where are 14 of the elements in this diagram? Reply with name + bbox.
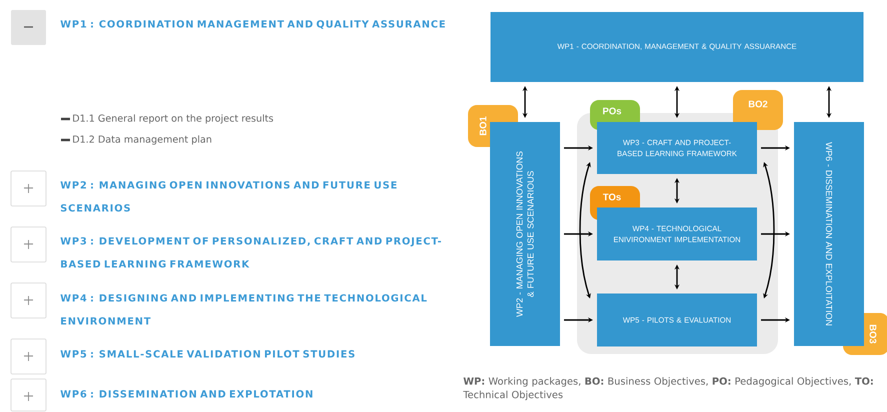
section-heading: WP6 : DISSEMINATION AND EXPLOTATION: [60, 390, 312, 398]
section-heading: WP1 : COORDINATION MANAGEMENT AND QUALITY ASSURANCE: [60, 20, 445, 29]
deliverable-item: D1.2 Data management plan: [61, 135, 212, 145]
work-package-box: WP6 - DISSEMINATION AND EXPLOITATION: [794, 122, 864, 346]
arrow: [579, 162, 591, 298]
deliverable-item: D1.1 General report on the project results: [61, 114, 274, 124]
work-package-box: WP2 - MANAGING OPEN INNOVATIONS & FUTURE USE SCENARIOUS: [490, 122, 560, 346]
section-heading: WP5 : SMALL-SCALE VALIDATION PILOT STUDIES: [60, 350, 354, 358]
caption: WP: Working packages, BO: Business Objectives, PO: Pedagogical Objectives, TO: Technical Objectives: [463, 377, 873, 400]
section-heading: WP4 : DESIGNING AND IMPLEMENTING THE TECHNOLOGICAL ENVIRONMENT: [60, 294, 427, 325]
section-heading: WP2 : MANAGING OPEN INNOVATIONS AND FUTURE USE SCENARIOS: [60, 181, 396, 212]
objective-tag: BO2: [733, 90, 783, 130]
arrow: [763, 162, 775, 298]
section-heading: WP3 : DEVELOPMENT OF PERSONALIZED, CRAFT AND PROJECT-BASED LEARNING FRAMEWORK: [60, 237, 441, 268]
